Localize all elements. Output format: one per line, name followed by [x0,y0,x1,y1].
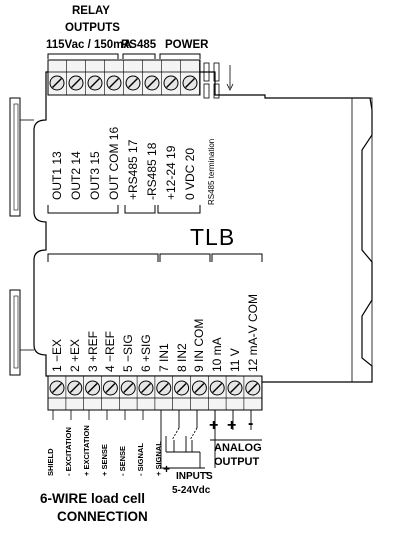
relay-outputs-title: RELAY [72,5,110,17]
bottom-terminal-block [47,375,263,411]
bottom-label-6: 6 +SIG [139,334,153,372]
model-label: TLB [190,224,236,250]
power-header: POWER [165,39,209,51]
top-label-5: +RS485 17 [126,139,140,200]
top-screw-slot-5 [128,78,138,88]
inputs-plus: + [163,462,171,476]
bottom-screw-slot-10 [212,383,223,393]
top-label-4: OUT COM 16 [107,126,121,200]
rs485-termination-label: RS485 termination [207,138,216,205]
relay-rating: 115Vac / 150mA [46,39,132,51]
bottom-label-8: 8 IN2 [174,343,189,372]
bottom-screw-slot-12 [247,383,258,393]
analog-sign-2: + [227,417,237,434]
bottom-screw-slot-5 [123,383,134,393]
bottom-screw-slot-1 [52,383,62,393]
bottom-label-9: 9 IN COM [192,318,207,372]
top-screw-slot-6 [147,78,157,88]
top-label-8: 0 VDC 20 [183,147,197,200]
top-terminal-block [47,59,201,96]
bottom-screw-slot-2 [69,383,80,393]
bottom-label-3: 3 +REF [85,330,100,372]
top-screw-slot-4 [109,78,119,88]
bottom-screw-slot-9 [194,383,205,393]
analog-sign-3: - [248,415,254,432]
top-label-2: OUT2 14 [69,151,83,200]
top-label-6: -RS485 18 [145,142,159,200]
wire-label-4: + SENSE [100,444,109,476]
relay-outputs-subtitle: OUTPUTS [65,22,120,34]
bottom-screw-slot-8 [176,383,187,393]
rs485-termination-jumpers [203,62,234,99]
bottom-label-10: 10 mA [210,337,225,372]
rs485-header: RS485 [121,39,157,51]
analog-output-subtitle: OUTPUT [214,456,260,468]
loadcell-caption: 6-WIRE load cell [40,491,146,506]
bottom-label-12: 12 mA-V COM [245,293,260,372]
top-screw-slot-8 [185,78,195,88]
top-label-1: OUT1 13 [50,151,64,200]
wire-label-6: - SIGNAL [136,443,145,476]
top-label-3: OUT3 15 [88,151,102,200]
bottom-screw-slot-3 [87,383,98,393]
analog-output-title: ANALOG [214,442,262,454]
inputs-voltage: 5-24Vdc [172,485,211,496]
wire-label-3: + EXCITATION [82,425,91,476]
bottom-label-4: 4 −REF [103,330,118,372]
top-screw-slot-7 [166,78,176,88]
bottom-screw-slot-4 [105,383,116,393]
bottom-label-11: 11 V [228,348,242,372]
bottom-screw-slot-6 [141,383,151,393]
inputs-minus: - [205,465,209,479]
analog-sign-1: + [209,417,219,434]
top-screw-slot-3 [90,78,100,88]
bottom-label-1: 1 −EX [50,338,64,372]
bottom-screw-slot-11 [230,383,240,393]
wire-label-2: - EXCITATION [64,427,73,476]
top-screw-slot-1 [52,78,62,88]
bottom-label-7: 7 IN1 [156,343,171,372]
loadcell-caption-2: CONNECTION [57,509,148,524]
bottom-label-5: 5 −SIG [121,334,136,372]
bottom-screw-slot-7 [158,383,169,393]
bottom-label-2: 2 +EX [67,338,82,372]
wire-label-5: - SENSE [118,445,127,476]
input-switches [160,410,216,469]
top-screw-slot-2 [71,78,81,88]
inputs-label: INPUTS [176,471,213,482]
wire-label-1: SHIELD [46,448,55,476]
top-label-7: +12-24 19 [164,145,178,200]
